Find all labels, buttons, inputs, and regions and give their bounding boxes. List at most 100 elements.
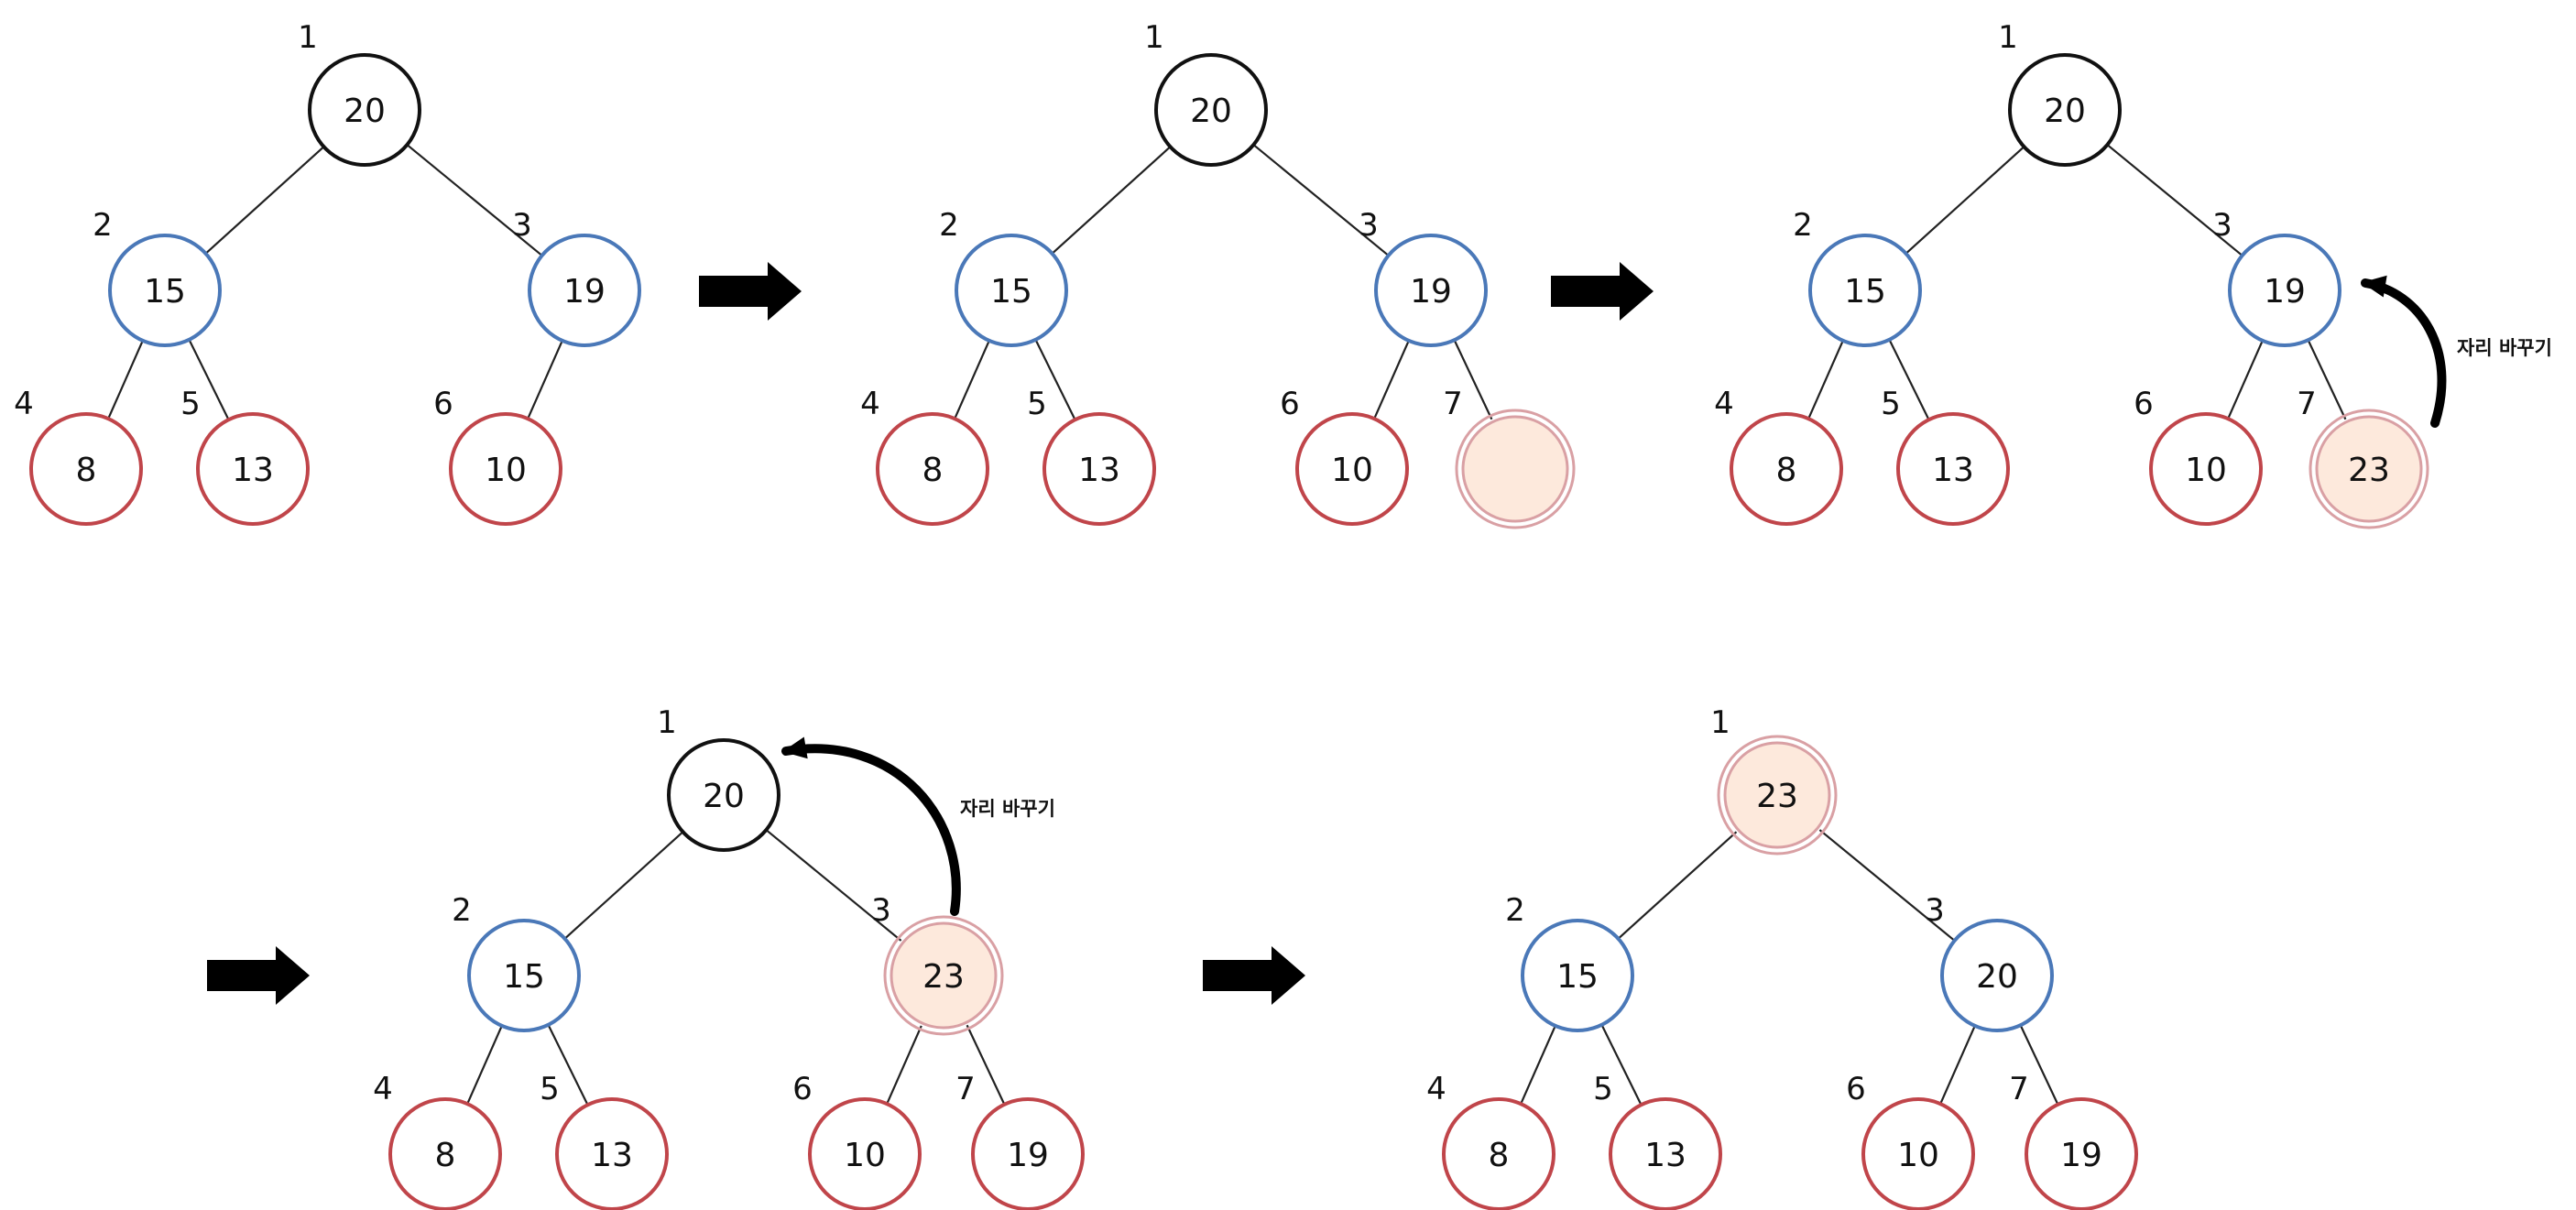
heap-node-1: 201 — [298, 19, 421, 167]
node-index-label: 3 — [871, 892, 891, 929]
node-value: 15 — [990, 273, 1032, 311]
node-value: 19 — [2060, 1137, 2102, 1174]
node-circle — [1295, 412, 1409, 526]
node-index-label: 7 — [1443, 386, 1463, 422]
node-index-label: 2 — [939, 207, 959, 244]
swap-curve — [781, 744, 961, 916]
node-value: 20 — [2044, 93, 2086, 130]
swap-arrowhead — [2362, 275, 2387, 298]
heap-node-3: 193 — [512, 207, 641, 347]
node-circle — [2008, 53, 2122, 167]
node-value: 10 — [844, 1137, 886, 1174]
node-circle — [2228, 234, 2341, 347]
node-value: 19 — [1007, 1137, 1049, 1174]
heap-node-3: 203 — [1925, 892, 2054, 1032]
tree-edge — [204, 146, 325, 255]
transition-arrow — [207, 946, 310, 1005]
node-value: 19 — [1410, 273, 1452, 311]
tree-edge — [886, 1025, 922, 1105]
swap-label: 자리 바꾸기 — [960, 798, 1055, 820]
node-index-label: 4 — [1426, 1071, 1446, 1107]
node-value: 10 — [485, 452, 527, 489]
heap-node-1: 201 — [1144, 19, 1268, 167]
tree-edge — [547, 1024, 589, 1106]
node-index-label: 6 — [433, 386, 453, 422]
node-index-label: 3 — [512, 207, 532, 244]
node-circle — [890, 921, 998, 1030]
heap-node-6: 106 — [792, 1071, 922, 1210]
node-circle — [955, 234, 1068, 347]
tree-edge — [188, 339, 230, 420]
swap-arrowhead — [782, 736, 808, 759]
node-index-label: 3 — [2212, 207, 2232, 244]
node-index-label: 1 — [1710, 704, 1730, 741]
tree-edge — [765, 829, 902, 942]
heap-node-3: 193 — [2212, 207, 2341, 347]
tree-edge — [1818, 829, 1956, 942]
node-index-label: 6 — [2134, 386, 2154, 422]
node-index-label: 5 — [1593, 1071, 1613, 1107]
tree-edge — [2019, 1024, 2059, 1106]
heap-node-1: 201 — [1998, 19, 2122, 167]
node-circle — [308, 53, 421, 167]
node-value: 13 — [1644, 1137, 1686, 1174]
highlight-ring — [883, 915, 1004, 1036]
heap-node-6: 106 — [1280, 386, 1409, 526]
tree-edge — [1453, 339, 1493, 420]
node-circle — [388, 1097, 502, 1210]
node-index-label: 5 — [180, 386, 201, 422]
transition-arrow — [1551, 262, 1654, 321]
tree-edge — [563, 831, 684, 940]
tree-edge — [1600, 1024, 1643, 1106]
node-circle — [1154, 53, 1268, 167]
heap-node-6: 106 — [1846, 1071, 1975, 1210]
heap-node-7: 197 — [955, 1071, 1085, 1210]
heap-node-5: 13 5 — [1593, 1071, 1722, 1210]
node-value: 23 — [922, 958, 965, 996]
node-circle — [1723, 741, 1831, 849]
swap-arrow: 자리 바꾸기 — [2361, 275, 2552, 428]
highlight-ring — [2309, 409, 2429, 529]
node-circle — [108, 234, 222, 347]
node-circle — [1896, 412, 2010, 526]
heap-node-7: 19 7 — [2009, 1071, 2138, 1210]
node-index-label: 5 — [1881, 386, 1901, 422]
node-circle — [29, 412, 143, 526]
node-index-label: 7 — [2009, 1071, 2029, 1107]
node-circle — [1374, 234, 1488, 347]
transition-arrow — [699, 262, 802, 321]
tree-edge — [2307, 339, 2347, 420]
node-value: 15 — [1556, 958, 1599, 996]
node-circle — [1461, 415, 1569, 523]
node-value: 20 — [1976, 958, 2018, 996]
node-index-label: 2 — [93, 207, 113, 244]
node-value: 13 — [232, 452, 274, 489]
node-circle — [876, 412, 989, 526]
transition-arrow — [1203, 946, 1305, 1005]
node-circle — [467, 919, 581, 1032]
node-circle — [971, 1097, 1085, 1210]
heap-node-4: 84 — [1714, 386, 1843, 526]
node-circle — [555, 1097, 669, 1210]
node-value: 10 — [2185, 452, 2227, 489]
node-circle — [528, 234, 641, 347]
node-index-label: 1 — [657, 704, 677, 741]
node-index-label: 2 — [1505, 892, 1525, 929]
node-value: 8 — [1776, 452, 1797, 489]
highlight-ring — [1455, 409, 1576, 529]
heap-node-7: 237 — [2297, 386, 2429, 529]
heap-node-7: 7 — [1443, 386, 1576, 529]
tree-edge — [107, 340, 144, 420]
heap-node-5: 135 — [540, 1071, 669, 1210]
node-value: 20 — [703, 778, 745, 815]
tree-edge — [2106, 144, 2243, 256]
node-value: 15 — [503, 958, 545, 996]
node-value: 20 — [344, 93, 386, 130]
node-value: 8 — [76, 452, 97, 489]
heap-node-2: 152 — [93, 207, 222, 347]
